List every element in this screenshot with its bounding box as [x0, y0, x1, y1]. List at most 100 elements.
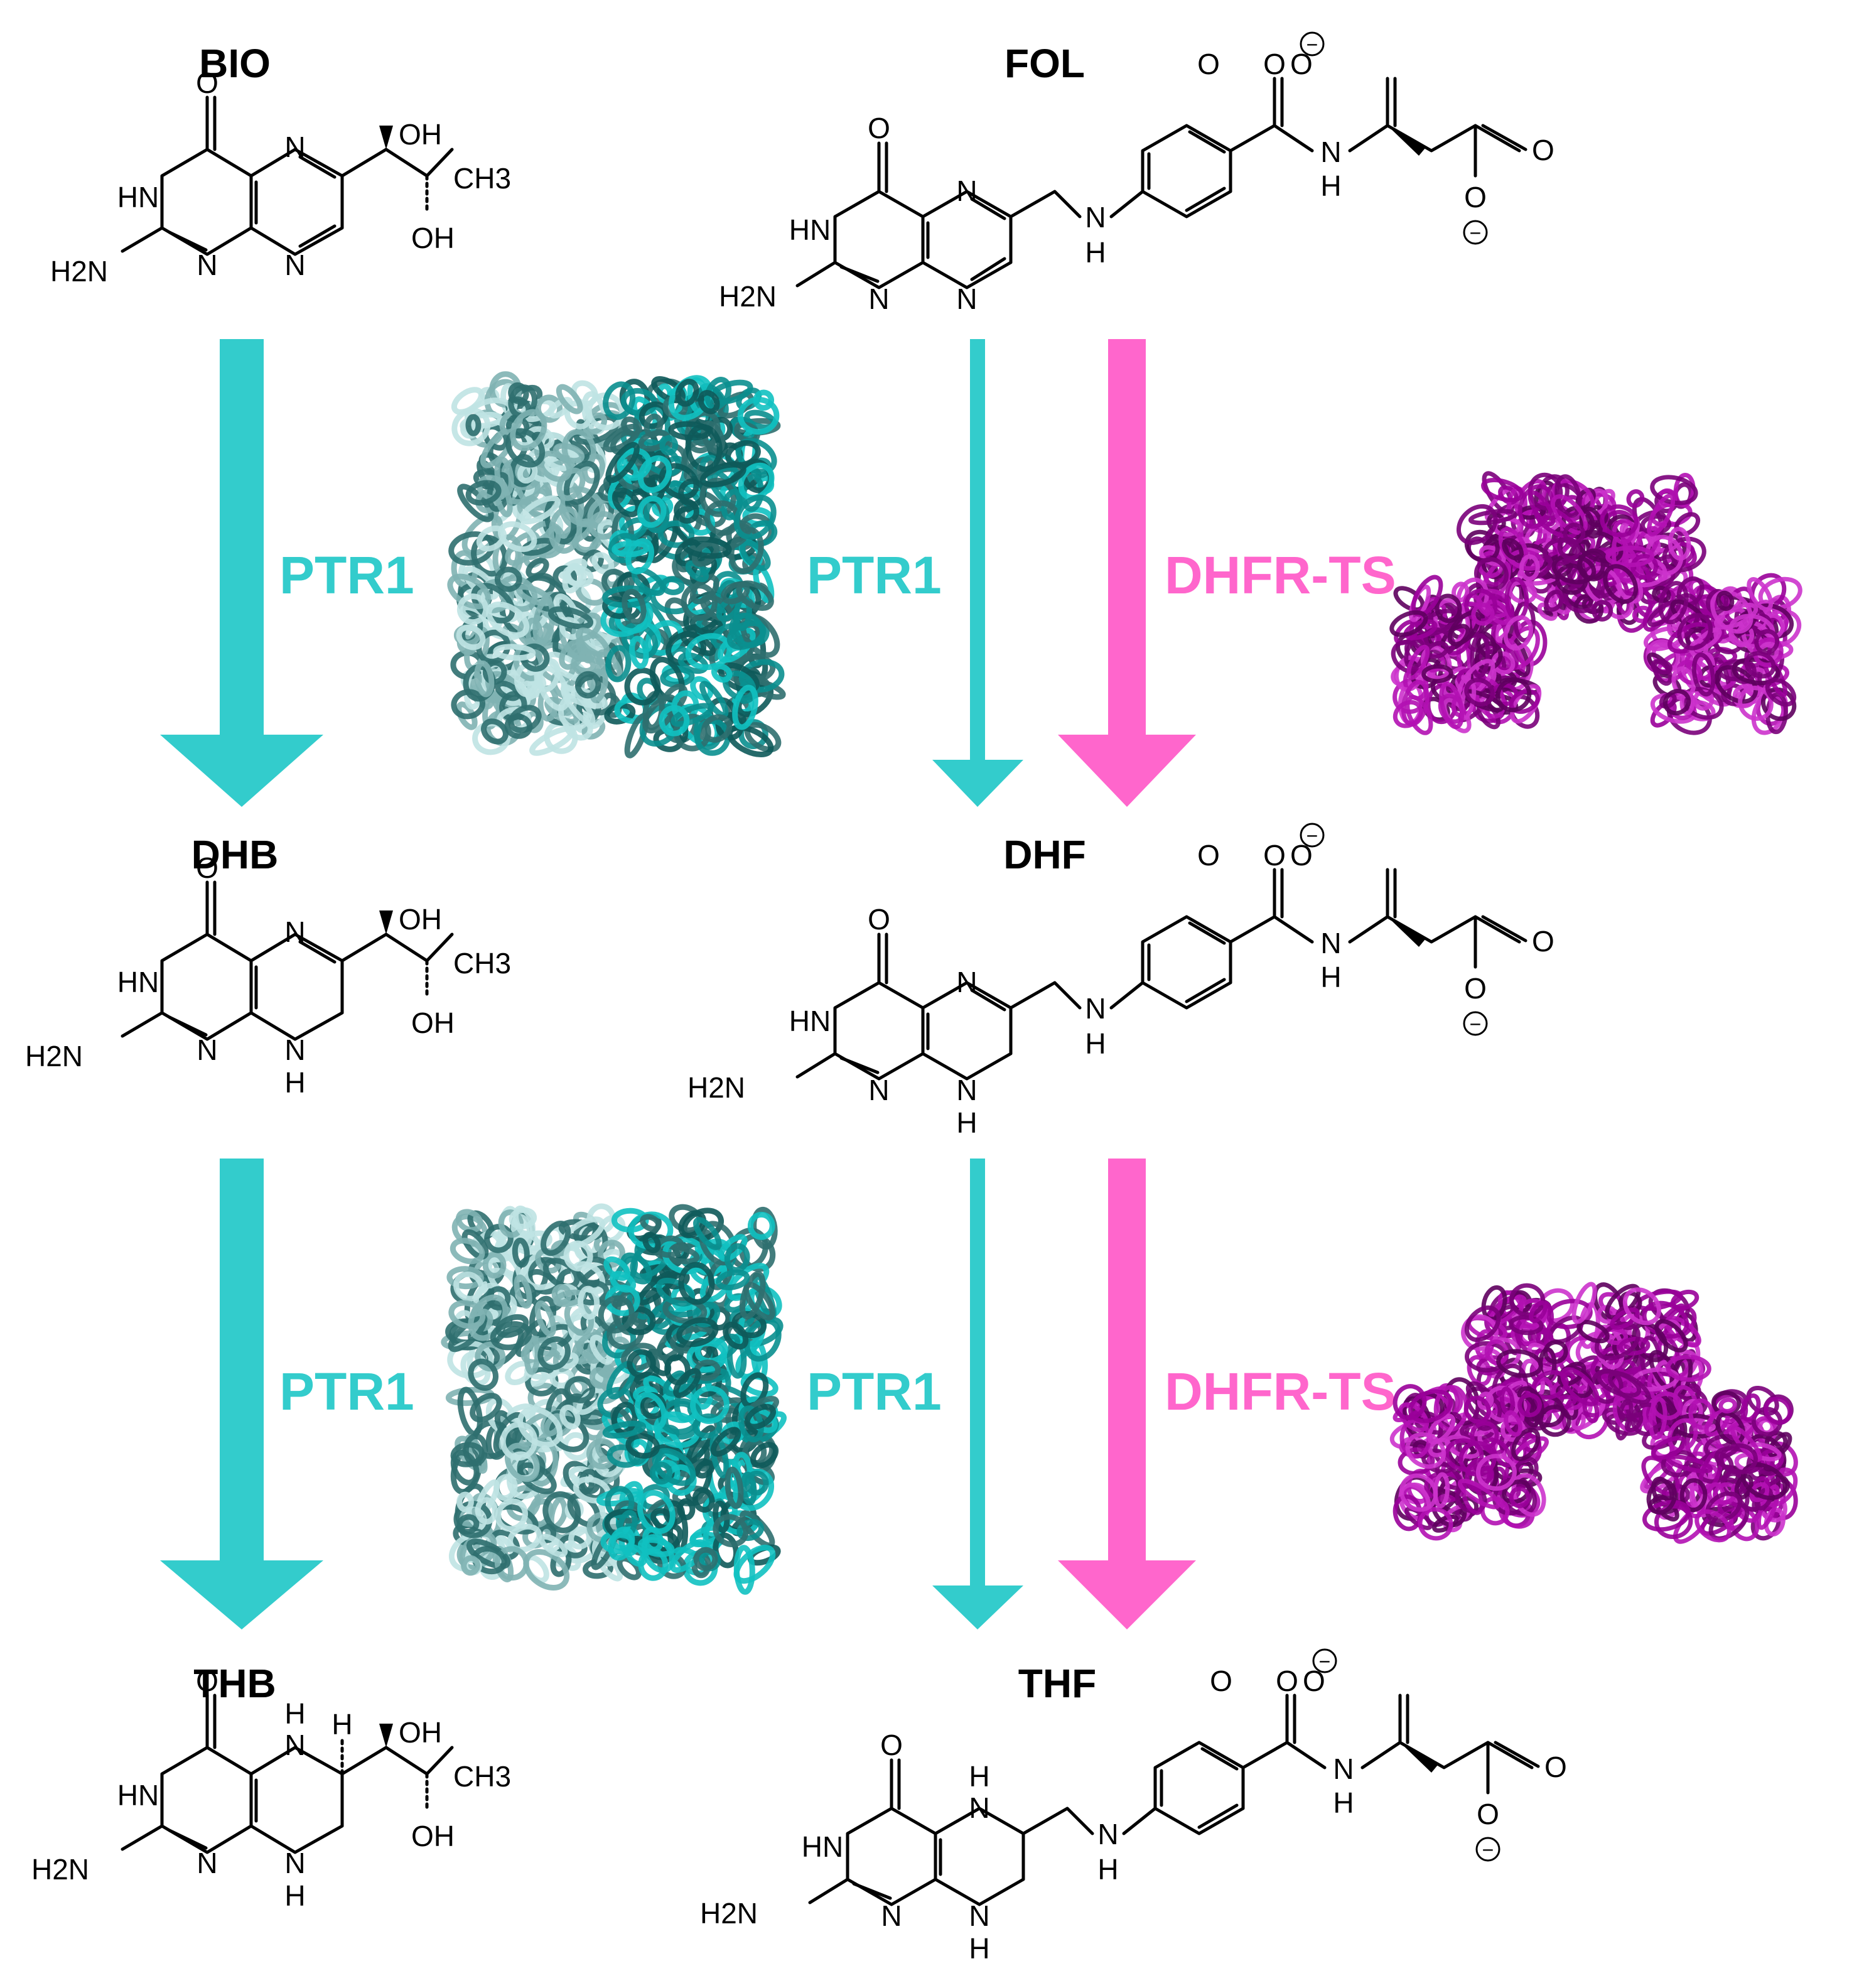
fol-amide-o: O	[1263, 48, 1286, 80]
thf-structure: O HN H2N N N H N H N H O N H O O O O − −	[700, 1648, 1567, 1965]
thf-side-o1: O	[1544, 1751, 1567, 1783]
dhb-n-pyr: N	[197, 1034, 217, 1066]
bio-h2n: H2N	[50, 255, 108, 288]
compound-title-dhb: DHB	[191, 832, 279, 877]
bio-ch3: CH3	[453, 162, 511, 195]
thb-c6-h: H	[331, 1708, 352, 1741]
thf-charge-top: −	[1312, 1648, 1337, 1673]
thb-n5: N	[284, 1729, 305, 1761]
dhf-h2n: H2N	[687, 1071, 745, 1104]
thf-carboxylate-o2: O	[1303, 1665, 1325, 1697]
svg-text:−: −	[1482, 1839, 1494, 1861]
fol-amine-n: N	[1085, 201, 1106, 234]
dhf-n3: N	[868, 1074, 889, 1106]
bio-n8: N	[284, 249, 305, 281]
svg-text:−: −	[1306, 824, 1318, 847]
thf-charge-side: −	[1475, 1837, 1500, 1862]
compound-title-thf: THF	[1018, 1661, 1096, 1706]
thf-oxo: O	[880, 1729, 903, 1761]
dhf-carboxylate-o1: O	[1197, 839, 1220, 872]
fol-amide-h: H	[1320, 170, 1341, 202]
bio-hn: HN	[117, 181, 159, 213]
thb-n8: N	[284, 1847, 305, 1879]
svg-text:−: −	[1306, 33, 1318, 56]
dhb-structure: O HN H2N N N N H OH CH3 OH	[25, 851, 511, 1099]
dhf-charge-top: −	[1300, 823, 1325, 848]
fol-charge-side: −	[1463, 220, 1488, 245]
bio-oh-top: OH	[399, 118, 442, 151]
thb-oh-top: OH	[399, 1716, 442, 1749]
svg-text:−: −	[1470, 222, 1482, 244]
enzyme-label-ptr1-left-1: PTR1	[279, 546, 414, 605]
dhfr-ts-protein-structure-2	[1389, 1282, 1798, 1544]
arrow-fol-to-dhf-ptr1	[932, 339, 1023, 807]
bio-n-pyr: N	[197, 249, 217, 281]
dhf-amine-n: N	[1085, 992, 1106, 1025]
dhf-n5: N	[956, 966, 977, 998]
fol-hn: HN	[789, 213, 831, 246]
thf-n5: N	[969, 1791, 989, 1824]
thf-amide-h: H	[1333, 1786, 1354, 1819]
thf-amine-n: N	[1097, 1818, 1118, 1850]
bio-oxo: O	[196, 67, 218, 99]
dhb-hn: HN	[117, 966, 159, 998]
fol-charge-top: −	[1300, 31, 1325, 57]
thb-oxo: O	[196, 1665, 218, 1697]
dhb-ch3: CH3	[453, 947, 511, 980]
arrow-dhf-to-thf-dhfr	[1058, 1159, 1196, 1629]
arrow-dhf-to-thf-ptr1	[932, 1159, 1023, 1629]
dhb-n8: N	[284, 1034, 305, 1066]
fol-side-o1: O	[1532, 134, 1554, 166]
ptr1-protein-structure-1	[447, 371, 786, 759]
thb-hn: HN	[117, 1779, 159, 1812]
fol-amine-h: H	[1085, 236, 1106, 269]
dhb-oh-top: OH	[399, 903, 442, 936]
fol-h2n: H2N	[719, 280, 777, 313]
bio-n5: N	[284, 131, 305, 163]
fol-n5: N	[956, 175, 977, 207]
thf-n8: N	[969, 1899, 989, 1932]
fol-carboxylate-o2: O	[1290, 48, 1313, 80]
bio-structure: O HN H2N N N N OH CH3 OH	[50, 67, 511, 288]
dhf-charge-side: −	[1463, 1011, 1488, 1036]
dhf-n8-h: H	[956, 1106, 977, 1139]
thb-structure: O HN H2N N N H N H H OH CH3 OH	[31, 1665, 511, 1912]
fol-side-o2: O	[1464, 181, 1487, 213]
svg-text:−: −	[1319, 1650, 1331, 1673]
bio-oh-bottom: OH	[411, 222, 455, 254]
arrow-fol-to-dhf-dhfr	[1058, 339, 1196, 807]
compound-title-fol: FOL	[1005, 41, 1085, 86]
dhb-n8-h: H	[284, 1066, 305, 1099]
dhf-side-o2: O	[1464, 972, 1487, 1005]
thf-side-o2: O	[1477, 1798, 1499, 1830]
dhb-oh-bottom: OH	[411, 1007, 455, 1039]
dhfr-ts-protein-structure-1	[1389, 471, 1802, 735]
enzyme-label-dhfr-ts-2: DHFR-TS	[1165, 1362, 1396, 1421]
fol-oxo: O	[868, 112, 890, 144]
thf-n8-h: H	[969, 1932, 989, 1965]
compound-title-dhf: DHF	[1003, 832, 1086, 877]
thb-oh-bottom: OH	[411, 1820, 455, 1852]
dhf-side-o1: O	[1532, 925, 1554, 958]
enzyme-label-ptr1-right-1: PTR1	[807, 546, 942, 605]
dhb-h2n: H2N	[25, 1040, 83, 1072]
arrow-bio-to-dhb	[160, 339, 323, 807]
thf-amide-n: N	[1333, 1753, 1354, 1785]
arrow-dhb-to-thb	[160, 1159, 323, 1629]
ptr1-protein-structure-2	[441, 1203, 787, 1595]
dhf-amide-o: O	[1263, 839, 1286, 872]
fol-structure: O HN H2N N N N N H O N H O O O O − −	[719, 31, 1554, 315]
thb-ch3: CH3	[453, 1760, 511, 1793]
thf-carboxylate-o1: O	[1210, 1665, 1232, 1697]
fol-carboxylate-o1: O	[1197, 48, 1220, 80]
dhf-structure: O HN H2N N N N H N H O N H O O O O − −	[687, 823, 1554, 1139]
dhf-oxo: O	[868, 903, 890, 936]
dhf-hn: HN	[789, 1005, 831, 1037]
dhf-carboxylate-o2: O	[1290, 839, 1313, 872]
dhf-amine-h: H	[1085, 1027, 1106, 1060]
dhb-n5: N	[284, 916, 305, 948]
svg-text:−: −	[1470, 1013, 1482, 1035]
enzyme-label-ptr1-left-2: PTR1	[279, 1362, 414, 1421]
thb-h2n: H2N	[31, 1853, 89, 1886]
